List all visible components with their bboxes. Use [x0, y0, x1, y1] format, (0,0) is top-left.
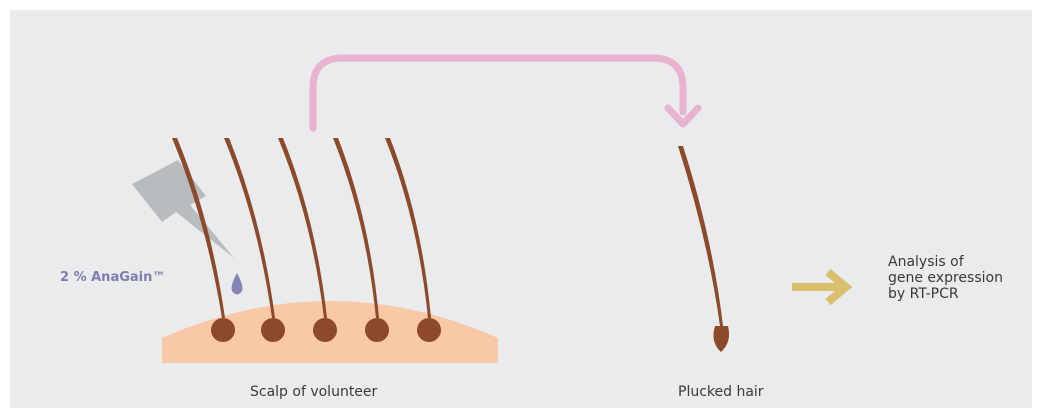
hair-5 — [385, 138, 431, 318]
analysis-line-1: Analysis of — [888, 254, 964, 270]
result-arrow-head — [825, 268, 853, 306]
plucked-hair-bulb — [713, 326, 730, 352]
agent-label: 2 % AnaGain™ — [60, 270, 166, 285]
plucked-hair — [678, 146, 723, 326]
hair-bulb-4 — [365, 318, 389, 342]
hair-bulb-1 — [211, 318, 235, 342]
dropper-icon — [132, 160, 234, 258]
analysis-line-3: by RT-PCR — [888, 286, 959, 302]
curved-arrow-head — [664, 104, 702, 128]
hair-3 — [278, 138, 327, 318]
hair-4 — [333, 138, 379, 318]
hair-bulb-2 — [261, 318, 285, 342]
analysis-line-2: gene expression — [888, 270, 1003, 286]
hair-2 — [224, 138, 275, 318]
analysis-label: Analysis of gene expression by RT-PCR — [888, 254, 1003, 302]
drop-icon — [231, 273, 243, 295]
hair-bulb-3 — [313, 318, 337, 342]
scalp-label: Scalp of volunteer — [250, 384, 378, 400]
hair-1 — [172, 138, 225, 318]
hair-bulb-5 — [417, 318, 441, 342]
scalp-hairs — [172, 138, 441, 342]
curved-arrow — [309, 54, 687, 132]
plucked-hair-label: Plucked hair — [678, 384, 764, 400]
